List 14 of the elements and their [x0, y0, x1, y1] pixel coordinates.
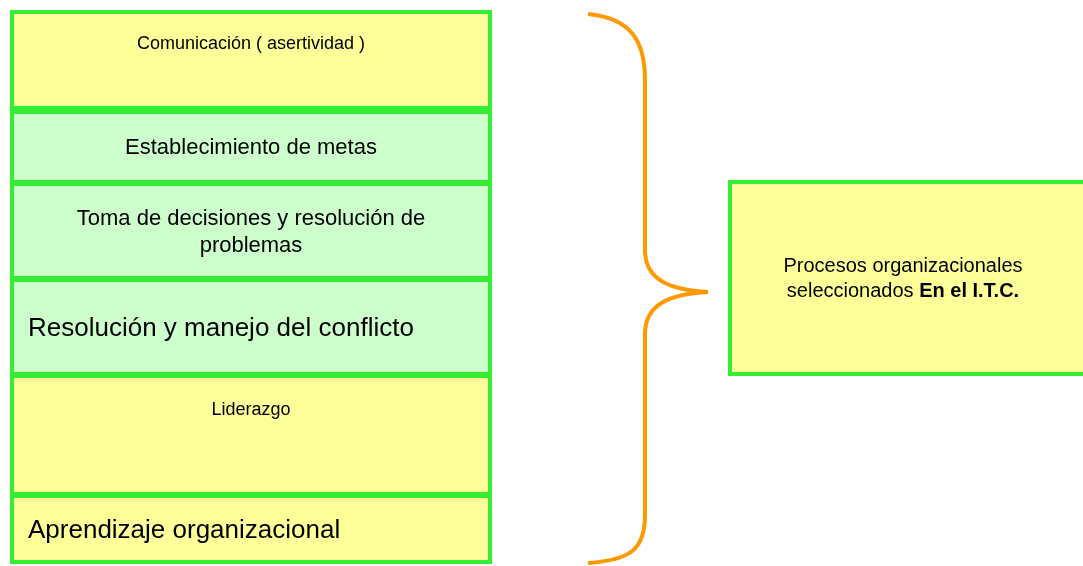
box-label: Liderazgo: [211, 398, 291, 421]
text-box: [728, 180, 1083, 376]
text-box: [10, 494, 492, 564]
text-box: [10, 182, 492, 280]
text-box: [10, 10, 492, 110]
text-box: [10, 110, 492, 184]
text-box: [10, 374, 492, 496]
box-label: Comunicación ( asertividad ): [136, 32, 366, 55]
box-label: Aprendizaje organizacional: [28, 512, 341, 546]
box-label: Resolución y manejo del conflicto: [28, 310, 414, 344]
text-box: [10, 278, 492, 376]
box-label: Toma de decisiones y resolución de problemas: [75, 203, 427, 259]
box-label: Establecimiento de metas: [125, 133, 377, 161]
box-label: Procesos organizacionales seleccionados En el I.T.C.: [782, 253, 1024, 303]
